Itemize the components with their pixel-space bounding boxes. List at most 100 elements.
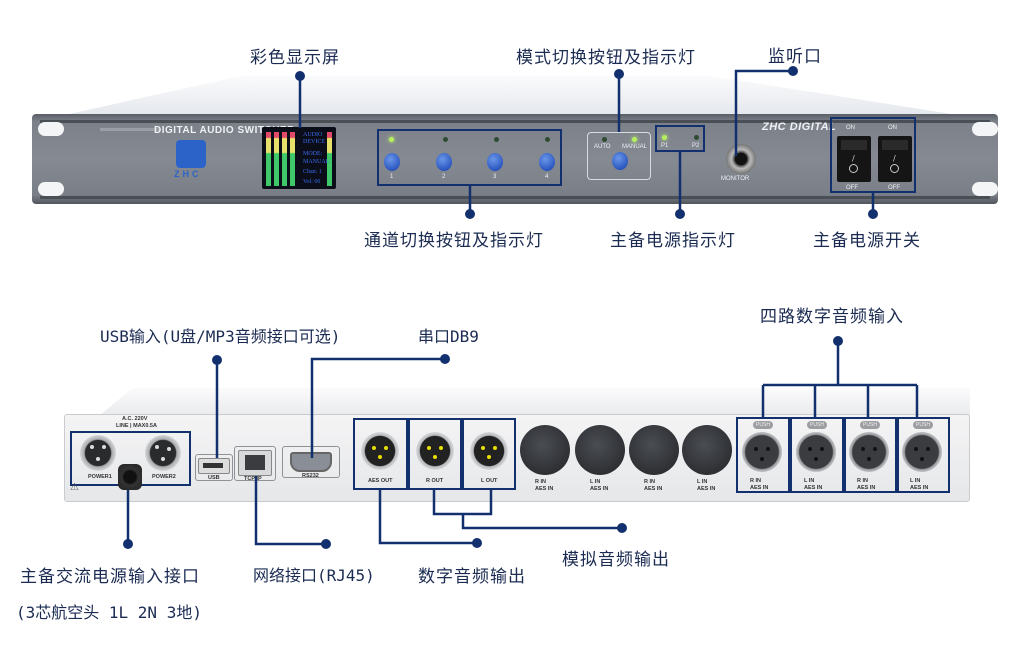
l-out-label: L OUT <box>481 478 498 484</box>
port-label: AES IN <box>535 486 554 492</box>
p2-led <box>694 135 699 140</box>
fuse-holder[interactable] <box>118 464 142 490</box>
callout-dot <box>472 538 482 548</box>
port-label: L IN <box>697 479 708 485</box>
channel-1-button[interactable] <box>384 153 400 171</box>
manual-label: MANUAL <box>622 144 648 150</box>
channel-2-led <box>443 137 448 142</box>
channel-label: 3 <box>493 174 497 180</box>
monitor-jack[interactable] <box>726 144 756 174</box>
manual-led <box>632 137 637 142</box>
callout-dot <box>617 523 627 533</box>
switch-off-label: OFF <box>846 185 858 191</box>
usb-bracket <box>195 454 233 481</box>
channel-3-button[interactable] <box>487 153 503 171</box>
callout-dot <box>212 355 222 365</box>
digital-input-3-highlight <box>844 417 897 493</box>
level-meter-bar <box>327 132 332 186</box>
rack-ear-hole <box>38 122 64 136</box>
callout-dot <box>321 539 331 549</box>
port-label: R IN <box>750 478 761 484</box>
digital-input-1-connector[interactable] <box>742 432 782 472</box>
auto-label: AUTO <box>594 144 611 150</box>
level-meter-bar <box>274 132 279 186</box>
callout-ac-power-note: (3芯航空头 1L 2N 3地) <box>16 603 202 622</box>
level-meter-bar <box>290 132 295 186</box>
rs232-label: RS232 <box>302 473 319 479</box>
r-out-label: R OUT <box>426 478 444 484</box>
level-meter-bar <box>266 132 271 186</box>
digital-input-2-highlight <box>790 417 844 493</box>
push-tab[interactable]: PUSH <box>913 421 933 429</box>
monitor-label: MONITOR <box>721 176 750 182</box>
aes-out-connector[interactable] <box>361 432 399 470</box>
blank-port-cover <box>520 425 570 475</box>
power-switch-1[interactable]: / <box>837 136 871 182</box>
push-tab[interactable]: PUSH <box>860 421 880 429</box>
front-panel-top-surface <box>60 76 964 116</box>
port-label: R IN <box>535 479 546 485</box>
port-label: AES IN <box>750 485 769 491</box>
digital-input-3-connector[interactable] <box>849 432 889 472</box>
callout-channel-switch: 通道切换按钮及指示灯 <box>364 231 544 251</box>
level-meter-bar <box>282 132 287 186</box>
digital-input-2-connector[interactable] <box>796 432 836 472</box>
callout-dot <box>675 209 685 219</box>
digital-input-4-connector[interactable] <box>902 432 942 472</box>
lcd-line: MODE: <box>303 151 323 157</box>
port-label: AES IN <box>590 486 609 492</box>
usb-port[interactable] <box>198 458 230 474</box>
db9-serial-port[interactable] <box>290 452 332 472</box>
callout-ac-power-input: 主备交流电源输入接口 <box>20 567 200 587</box>
blank-port-cover <box>629 425 679 475</box>
mode-panel <box>587 132 651 180</box>
ac-voltage-label: A.C. 220V <box>122 416 148 422</box>
callout-usb-input: USB输入(U盘/MP3音频接口可选) <box>100 327 341 346</box>
channel-label: 2 <box>442 174 446 180</box>
warning-icon: ⚠ <box>70 482 79 493</box>
callout-analog-output: 模拟音频输出 <box>562 550 670 570</box>
r-out-connector[interactable] <box>416 432 454 470</box>
zhc-logo-icon <box>176 140 206 168</box>
lcd-line: DEVICE <box>303 139 325 145</box>
channel-label: 1 <box>390 174 394 180</box>
push-tab[interactable]: PUSH <box>753 421 773 429</box>
p2-label: P2 <box>692 143 700 149</box>
digital-input-4-highlight <box>897 417 950 493</box>
port-label: AES IN <box>857 485 876 491</box>
channel-3-led <box>494 137 499 142</box>
callout-serial-port: 串口DB9 <box>418 327 479 346</box>
usb-label: USB <box>208 475 220 481</box>
aes-out-label: AES OUT <box>368 478 393 484</box>
front-groove-top <box>40 120 990 123</box>
mode-switch-button[interactable] <box>612 152 628 170</box>
callout-dot <box>868 209 878 219</box>
channel-1-led <box>389 137 394 142</box>
power2-label: POWER2 <box>152 474 176 480</box>
lcd-line: Chan: 1 <box>303 169 322 175</box>
power2-connector[interactable] <box>145 435 181 471</box>
front-groove-accent <box>100 128 160 131</box>
power-switches-highlight <box>830 117 916 193</box>
auto-led <box>602 137 607 142</box>
power1-connector[interactable] <box>80 435 116 471</box>
l-out-highlight <box>462 418 516 490</box>
callout-mode-switch: 模式切换按钮及指示灯 <box>516 48 696 68</box>
push-tab[interactable]: PUSH <box>807 421 827 429</box>
logo-text: ZHC <box>174 169 202 179</box>
port-label: AES IN <box>644 486 663 492</box>
port-label: AES IN <box>804 485 823 491</box>
blank-port-cover <box>682 425 732 475</box>
l-out-connector[interactable] <box>470 432 508 470</box>
digital-input-1-highlight <box>736 417 790 493</box>
channel-2-button[interactable] <box>436 153 452 171</box>
port-label: AES IN <box>910 485 929 491</box>
channel-4-button[interactable] <box>539 153 555 171</box>
lcd-line: AUDIO <box>303 132 323 138</box>
rj45-port[interactable] <box>238 450 272 476</box>
callout-dot <box>833 336 843 346</box>
lcd-line: MANUAL <box>303 159 330 165</box>
port-label: L IN <box>590 479 601 485</box>
port-label: AES IN <box>697 486 716 492</box>
power-switch-2[interactable]: / <box>878 136 912 182</box>
